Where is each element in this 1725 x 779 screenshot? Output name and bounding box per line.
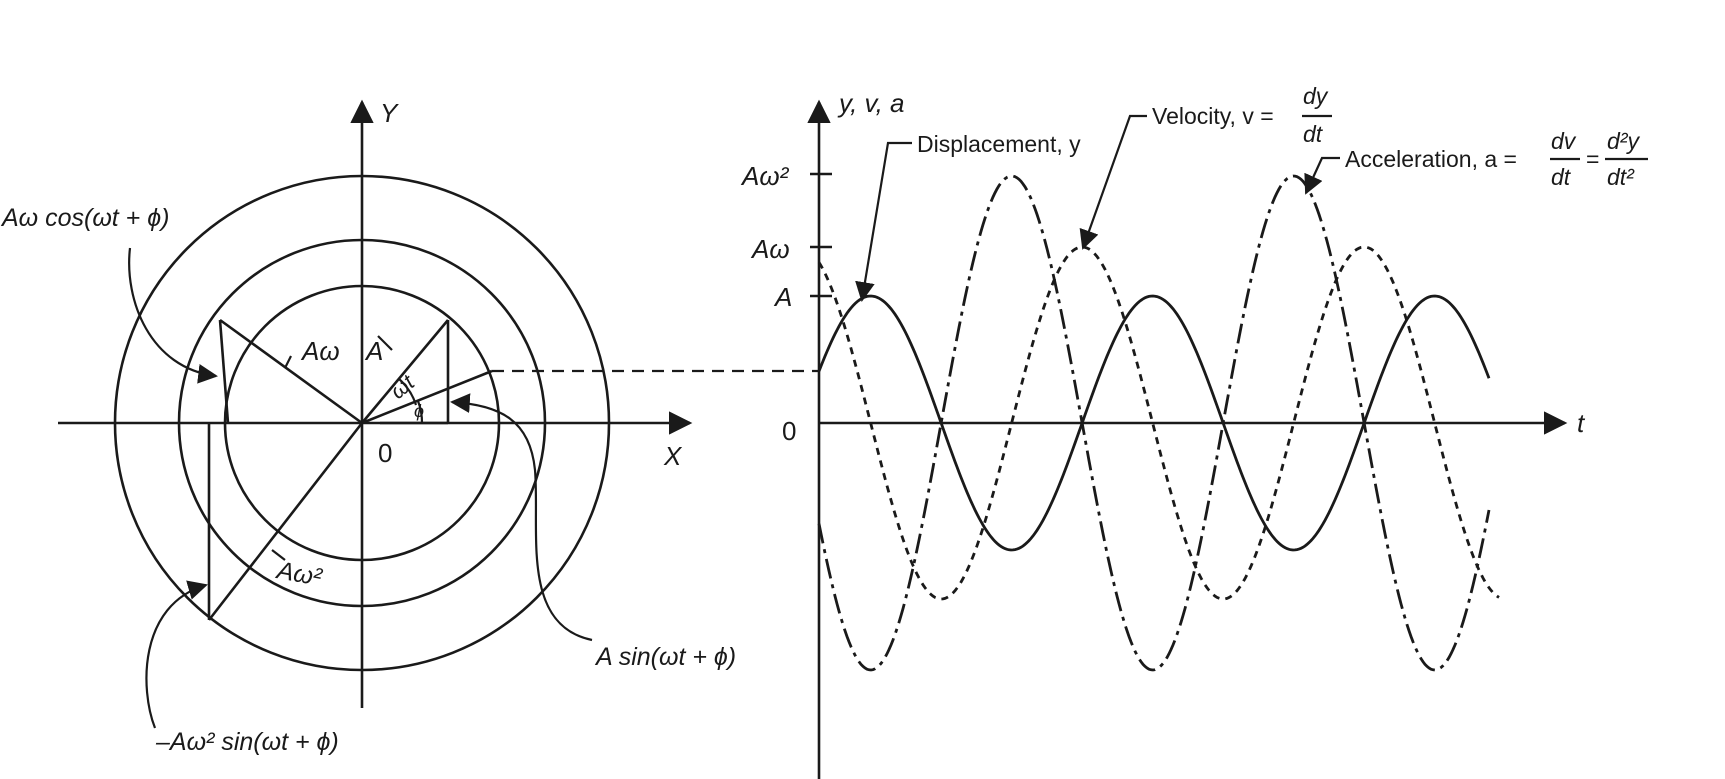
- circle-displacement: [223, 284, 501, 562]
- x-axis-label: X: [663, 441, 683, 471]
- graph-origin-label: 0: [782, 416, 796, 446]
- vector-a-omega: [219, 318, 363, 425]
- graph-t-axis-label: t: [1577, 408, 1586, 438]
- legend-accel-num2: d²y: [1607, 128, 1640, 154]
- label-phi: ϕ: [414, 401, 424, 421]
- legend-velocity-den: dt: [1303, 121, 1324, 147]
- curve-velocity: [817, 245, 1500, 601]
- legend-accel-den2: dt²: [1607, 164, 1635, 190]
- graph-y-axis-label: y, v, a: [837, 88, 905, 118]
- vector-a: [361, 319, 449, 424]
- projection-a-omega: [218, 319, 230, 424]
- time-graph: y, v, a t 0 Aω² Aω A Displacement, y Vel…: [740, 83, 1648, 779]
- leader-neg-sin-term: [145, 580, 208, 729]
- label-neg-sin-term: –Aω² sin(ωt + ϕ): [155, 728, 339, 756]
- tick-a-omega-sq: [271, 549, 286, 561]
- circle-velocity: [177, 238, 547, 608]
- circle-acceleration: [113, 174, 611, 672]
- legend-velocity-prefix: Velocity, v =: [1152, 103, 1274, 129]
- legend-accel-eq: =: [1586, 146, 1599, 172]
- tick-label-a-omega-sq: Aω²: [740, 161, 790, 191]
- legend-accel-prefix: Acceleration, a =: [1345, 146, 1517, 172]
- omega-t-arc: [398, 378, 418, 406]
- label-a-omega: Aω: [300, 336, 340, 366]
- tick-a-omega: [284, 355, 292, 369]
- label-a: A: [364, 336, 383, 366]
- label-sin-term: A sin(ωt + ϕ): [594, 643, 736, 671]
- phasor-diagram: Y X 0 Aω A ωt ϕ Aω² Aω cos(ωt + ϕ) A sin…: [0, 98, 820, 756]
- tick-label-a: A: [773, 282, 792, 312]
- leader-displacement: [855, 141, 912, 302]
- curve-acceleration: [817, 174, 1491, 672]
- origin-label: 0: [378, 438, 392, 468]
- legend-displacement: Displacement, y: [917, 131, 1081, 157]
- vector-a-omega-sq: [207, 422, 364, 621]
- legend-velocity-num: dy: [1303, 83, 1329, 109]
- phi-reference-line: [361, 369, 493, 425]
- y-axis-label: Y: [380, 98, 399, 128]
- legend-acceleration: Acceleration, a = dv dt = d²y dt²: [1345, 128, 1648, 190]
- label-cos-term: Aω cos(ωt + ϕ): [0, 204, 169, 232]
- legend-velocity: Velocity, v = dy dt: [1152, 83, 1332, 147]
- tick-a: [377, 335, 393, 351]
- legend-accel-den1: dt: [1551, 164, 1572, 190]
- leader-sin-term: [450, 393, 593, 642]
- phi-arc: [416, 400, 424, 424]
- leader-acceleration: [1304, 156, 1340, 195]
- tick-label-a-omega: Aω: [750, 234, 790, 264]
- curve-displacement: [817, 294, 1491, 552]
- leader-velocity: [1079, 114, 1147, 250]
- leader-cos-term: [128, 247, 218, 384]
- legend-accel-num1: dv: [1551, 128, 1577, 154]
